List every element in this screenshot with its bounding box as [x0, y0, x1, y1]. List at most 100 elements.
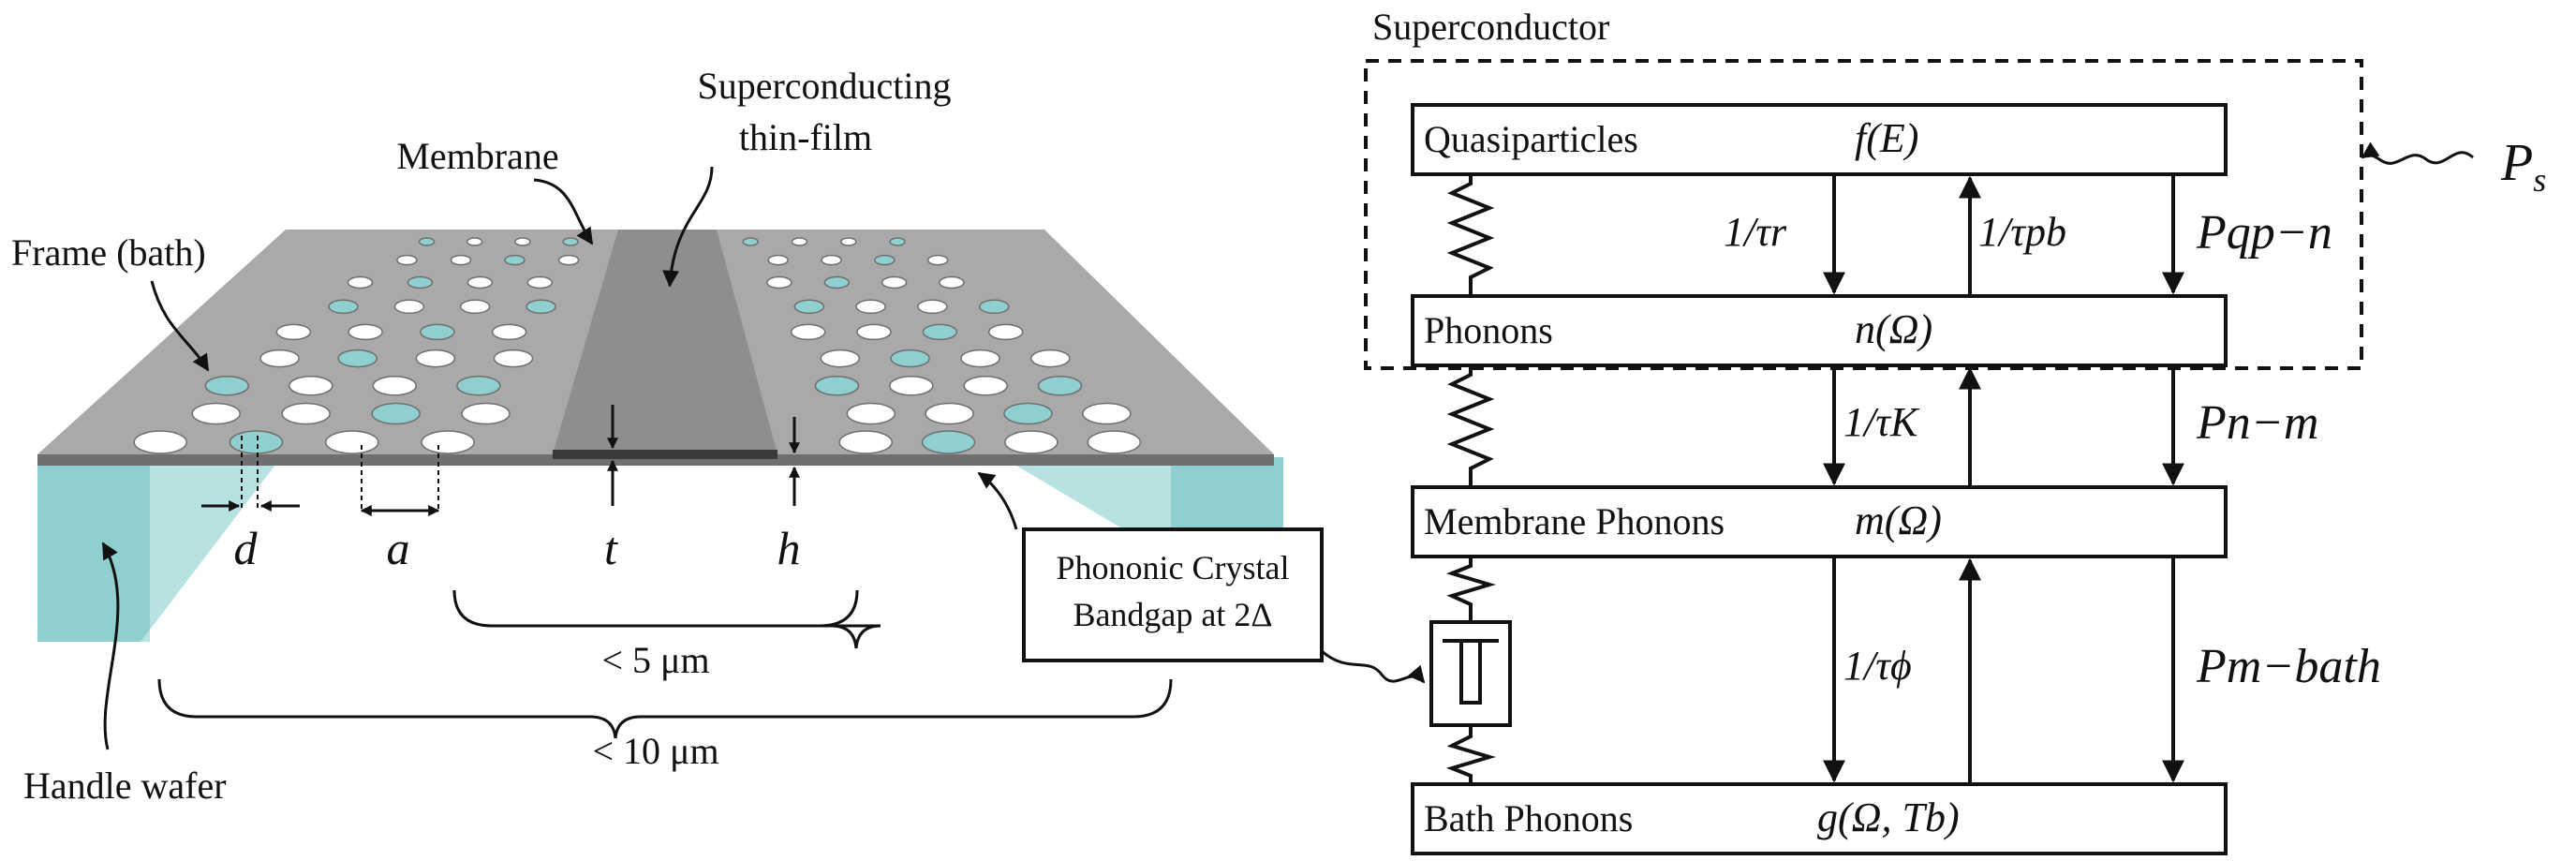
crystal-hole — [493, 349, 534, 368]
crystal-hole — [204, 375, 250, 396]
thin-film-strip — [553, 230, 777, 454]
crystal-hole — [456, 375, 501, 396]
rate-tau-pb: 1/τpb — [1978, 209, 2066, 255]
crystal-hole — [1037, 375, 1083, 396]
crystal-hole — [191, 402, 241, 425]
crystal-hole — [259, 349, 300, 368]
crystal-hole — [504, 254, 526, 266]
callout-line1: Phononic Crystal — [1057, 549, 1290, 586]
dim-a-label: a — [387, 522, 410, 574]
film-label-line2: thin-film — [739, 116, 872, 158]
crystal-hole — [838, 430, 893, 454]
crystal-hole — [814, 375, 860, 396]
crystal-hole — [855, 299, 886, 315]
level-quasiparticles: Quasiparticles f(E) — [1411, 103, 2228, 176]
crystal-hole — [1030, 349, 1071, 368]
callout-line2: Bandgap at 2Δ — [1073, 596, 1272, 633]
crystal-hole — [889, 237, 906, 246]
dim-d-label: d — [234, 522, 259, 574]
spring-1 — [1446, 174, 1495, 296]
handle-wafer-label: Handle wafer — [23, 765, 227, 807]
crystal-hole — [840, 237, 857, 246]
brace-5um — [454, 588, 881, 646]
brace-10um-line — [157, 678, 1173, 739]
crystal-hole — [393, 299, 425, 315]
crystal-hole — [793, 299, 825, 315]
film-pointer — [662, 166, 714, 288]
bandgap-filter — [1429, 620, 1512, 727]
crystal-hole — [791, 237, 808, 246]
rate-tau-phi: 1/τϕ — [1843, 643, 1912, 689]
crystal-hole — [133, 430, 187, 454]
crystal-hole — [461, 402, 511, 425]
membrane-pointer — [533, 178, 594, 245]
dim-h-label: h — [777, 522, 801, 574]
crystal-hole — [881, 275, 908, 289]
dim-t-label: t — [604, 522, 618, 574]
wafer-pointer — [101, 542, 120, 750]
thin-film-edge — [553, 450, 777, 459]
crystal-hole — [823, 275, 851, 289]
crystal-hole — [450, 254, 472, 266]
level-phonons: Phonons n(Ω) — [1411, 294, 2228, 367]
ps-label: Ps — [2500, 134, 2546, 199]
crystal-hole — [514, 237, 531, 246]
crystal-hole — [325, 430, 379, 454]
crystal-hole — [1004, 430, 1059, 454]
crystal-hole — [337, 349, 378, 368]
level-func: m(Ω) — [1855, 497, 1942, 543]
spring-2 — [1446, 365, 1495, 487]
level-name: Membrane Phonons — [1424, 500, 1725, 542]
spring-4 — [1445, 725, 1496, 784]
crystal-hole — [371, 402, 421, 425]
membrane-edge — [37, 454, 1274, 466]
crystal-hole — [526, 275, 554, 289]
crystal-hole — [921, 430, 976, 454]
crystal-hole — [1003, 402, 1053, 425]
crystal-hole — [347, 275, 374, 289]
crystal-hole — [466, 237, 483, 246]
crystal-hole — [420, 323, 455, 341]
crystal-hole — [925, 402, 974, 425]
bandgap-filter-symbol — [1443, 639, 1499, 705]
crystal-hole — [372, 375, 418, 396]
power-m-bath: Pm−bath — [2196, 640, 2381, 693]
crystal-hole — [491, 323, 527, 341]
power-n-m: Pn−m — [2196, 396, 2318, 450]
crystal-hole — [821, 254, 842, 266]
crystal-hole — [275, 323, 312, 341]
crystal-hole — [348, 323, 383, 341]
level-bath-phonons: Bath Phonons g(Ω, Tb) — [1411, 782, 2228, 855]
membrane-label: Membrane — [396, 135, 558, 177]
span-5um-label: < 5 μm — [601, 639, 709, 681]
level-name: Phonons — [1424, 309, 1553, 351]
crystal-hole — [466, 275, 494, 289]
ps-wiggle — [2361, 141, 2475, 165]
crystal-hole — [421, 430, 475, 454]
level-name: Quasiparticles — [1424, 118, 1638, 160]
crystal-hole — [979, 299, 1010, 315]
crystal-hole — [1082, 402, 1132, 425]
phononic-crystal-callout — [1022, 527, 1324, 662]
rate-tau-r: 1/τr — [1724, 209, 1787, 255]
crystal-hole — [846, 402, 896, 425]
span-10um-label: < 10 μm — [592, 730, 718, 772]
crystal-hole — [917, 299, 948, 315]
level-membrane-phonons: Membrane Phonons m(Ω) — [1411, 485, 2228, 558]
brace-5um-line — [452, 589, 881, 649]
crystal-pointer — [977, 471, 1018, 530]
superconductor-region — [1364, 59, 2363, 370]
level-func: g(Ω, Tb) — [1817, 794, 1960, 840]
crystal-hole — [328, 299, 359, 315]
crystal-hole — [963, 375, 1008, 396]
crystal-hole — [415, 349, 456, 368]
film-label-line1: Superconducting — [697, 65, 951, 107]
thermal-model-diagram: Superconductor Ps Quasiparticles f(E) Ph… — [1364, 6, 2546, 855]
crystal-hole — [939, 275, 965, 289]
crystal-hole — [557, 254, 580, 266]
crystal-hole — [418, 237, 436, 246]
crystal-hole — [766, 275, 792, 289]
crystal-hole — [767, 254, 789, 266]
crystal-hole — [229, 430, 284, 454]
